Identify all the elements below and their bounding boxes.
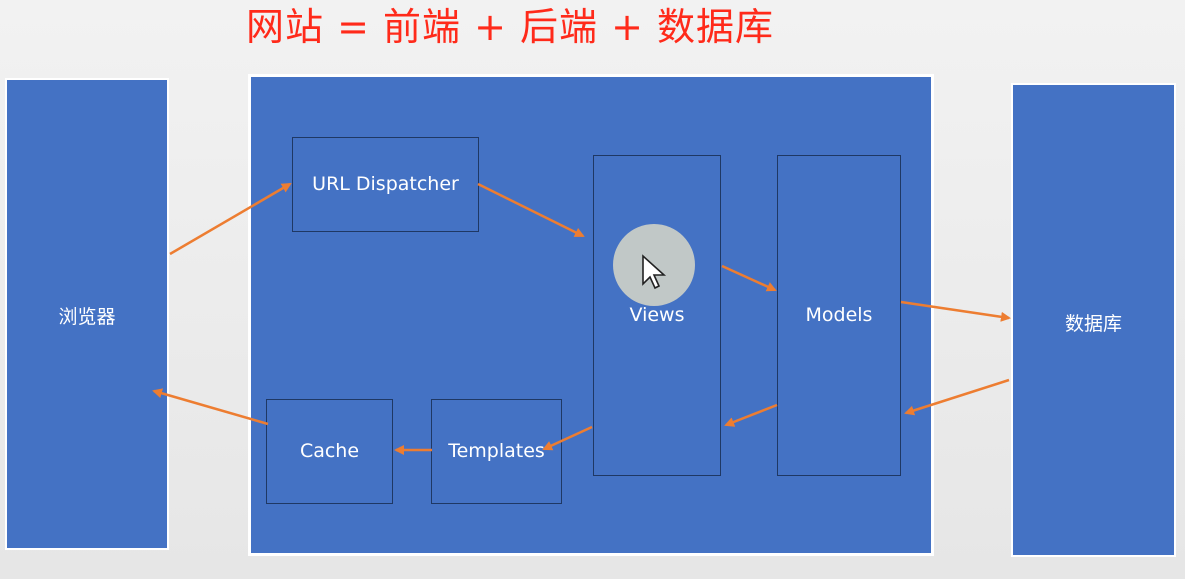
url-dispatcher-label: URL Dispatcher [312, 173, 459, 195]
browser-label: 浏览器 [58, 306, 116, 328]
slide-title: 网站 = 前端 + 后端 + 数据库 [246, 5, 774, 49]
arrow-dispatcher-to-views [477, 182, 585, 238]
templates-box: Templates [431, 399, 562, 504]
backend-panel: URL Dispatcher Views Models Templates Ca… [248, 74, 934, 556]
views-label: Views [629, 304, 685, 326]
arrow-browser-to-dispatcher [169, 182, 292, 256]
database-label: 数据库 [1064, 313, 1122, 335]
arrow-views-to-models [721, 264, 777, 292]
arrow-models-to-database [900, 300, 1011, 322]
browser-panel: 浏览器 [5, 78, 169, 550]
models-label: Models [805, 304, 873, 326]
templates-label: Templates [448, 440, 545, 462]
database-panel: 数据库 [1011, 83, 1176, 557]
arrow-database-to-models [904, 378, 1010, 416]
arrow-views-to-templates [542, 425, 593, 451]
cache-box: Cache [266, 399, 393, 504]
models-box: Models [777, 155, 901, 476]
mouse-pointer-icon [642, 254, 667, 290]
cache-label: Cache [299, 440, 360, 462]
arrow-models-to-views [724, 403, 778, 427]
views-box: Views [593, 155, 721, 476]
arrow-cache-to-browser [152, 388, 269, 426]
